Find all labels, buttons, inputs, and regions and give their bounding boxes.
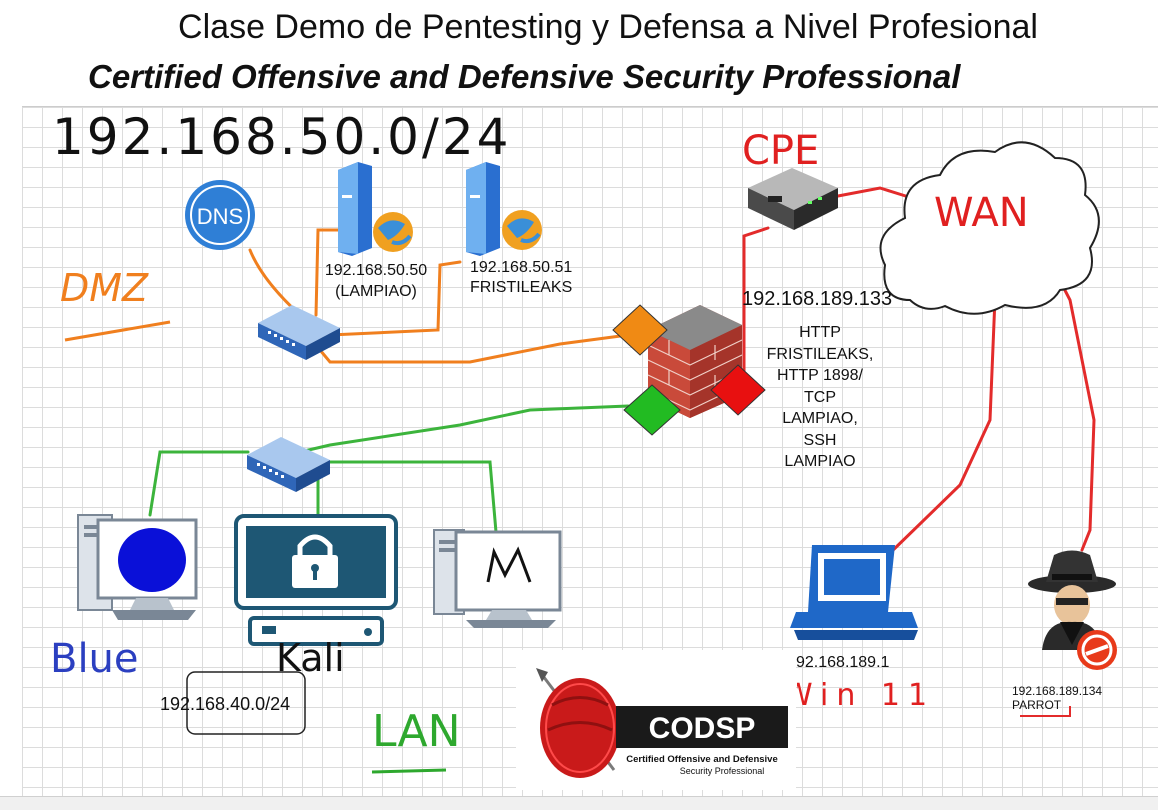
fristileaks-ip-label: 192.168.50.51 <box>470 259 573 276</box>
services-line: FRISTILEAKS, <box>766 345 874 363</box>
services-line: LAMPIAO, <box>782 410 858 427</box>
firewall-port-wan <box>710 364 766 416</box>
parrot-ip-label: 192.168.189.134 <box>1012 684 1103 698</box>
link-cpe-wan <box>836 186 914 200</box>
link-fristileaks-switch <box>328 260 462 337</box>
link-wan-win11 <box>886 296 997 557</box>
dmz-links <box>248 228 630 364</box>
link-firewall-lanswitch <box>298 404 630 454</box>
title-line-1: Clase Demo de Pentesting y Defensa a Niv… <box>178 8 1038 46</box>
services-line: SSH <box>803 431 837 449</box>
handwritten-wan: WAN <box>934 190 1029 236</box>
services-line: HTTP 1898/ <box>777 367 863 384</box>
dns-label: DNS <box>197 204 243 229</box>
server-lampiao-icon <box>338 162 413 256</box>
services-line: LAMPIAO <box>784 453 856 470</box>
pc-m-icon <box>433 529 562 628</box>
services-line: HTTP <box>799 324 841 341</box>
status-bar <box>0 796 1158 810</box>
dmz-underline <box>64 320 171 342</box>
services-label: HTTP FRISTILEAKS, HTTP 1898/ TCP LAMPIAO… <box>750 322 890 473</box>
win11-ip-label: 92.168.189.1 <box>796 654 890 671</box>
lan-subnet-label: 192.168.40.0/24 <box>160 694 291 714</box>
firewall-icon <box>612 304 766 436</box>
dmz-switch-icon <box>258 305 340 360</box>
handwritten-cpe: CPE <box>742 128 820 174</box>
lampiao-ip-label: 192.168.50.50 <box>324 262 428 279</box>
lan-switch-icon <box>247 437 330 492</box>
link-switch-firewall <box>318 333 630 364</box>
kali-laptop-icon <box>234 514 398 646</box>
link-lanswitch-blue <box>148 450 250 517</box>
wan-cloud-icon <box>879 141 1100 315</box>
parrot-hacker-icon <box>1028 550 1117 670</box>
firewall-port-lan <box>623 384 681 436</box>
codsp-logo: CODSP Certified Offensive and Defensive … <box>516 650 796 790</box>
title-line-2: Certified Offensive and Defensive Securi… <box>88 58 961 95</box>
link-firewall-cpe <box>742 226 770 374</box>
lampiao-name-label: (LAMPIAO) <box>335 283 417 300</box>
lan-links <box>148 404 630 534</box>
lan-subnet-box <box>186 671 306 735</box>
services-line: TCP <box>804 388 836 406</box>
handwritten-lan: LAN <box>372 706 461 757</box>
link-lampiao-switch <box>314 228 348 317</box>
server-fristileaks-icon <box>466 162 542 256</box>
logo-name: CODSP <box>649 712 756 745</box>
logo-line-1: Certified Offensive and Defensive <box>626 754 778 765</box>
handwritten-kali: Kali <box>276 636 345 680</box>
link-lanswitch-m <box>328 460 498 534</box>
cpe-router-icon <box>748 168 838 230</box>
logo-line-2: Security Professional <box>680 766 765 776</box>
parrot-name-label: PARROT <box>1012 698 1062 712</box>
parrot-bracket <box>1020 706 1071 717</box>
handwritten-dmz: DMZ <box>60 266 149 310</box>
fristileaks-name-label: FRISTILEAKS <box>470 279 573 296</box>
handwritten-win11: Win 11 <box>797 678 936 713</box>
win11-pc-icon <box>790 545 918 640</box>
lan-underline <box>371 768 447 774</box>
cpe-ip-label: 192.168.189.133 <box>742 288 893 310</box>
handwritten-blue: Blue <box>50 636 139 682</box>
win11-label-clip: Win 11 <box>797 678 937 718</box>
firewall-port-dmz <box>612 304 668 356</box>
blue-pc-icon <box>77 514 198 620</box>
dns-icon: DNS <box>185 180 255 250</box>
handwritten-dmz-subnet: 192.168.50.0/24 <box>52 108 512 166</box>
